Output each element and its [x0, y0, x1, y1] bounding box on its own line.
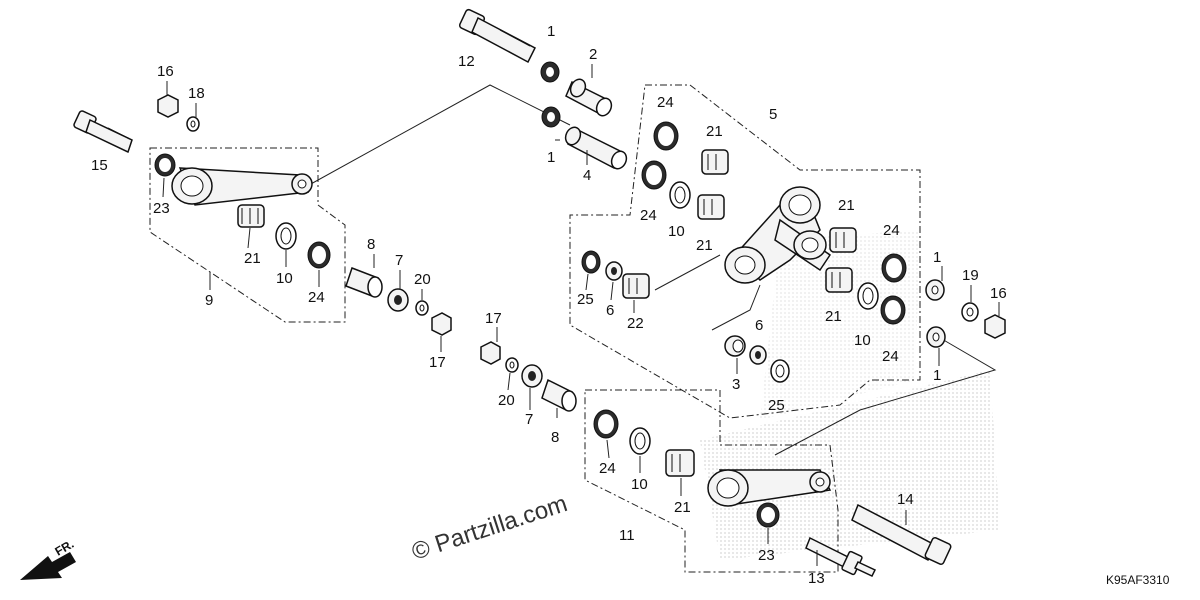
left-link-group-outline — [149, 147, 346, 323]
pivot-arm-group-outline — [569, 84, 921, 419]
callout-16: 16 — [157, 63, 174, 80]
collar-2 — [565, 78, 613, 117]
washers-small — [186, 116, 979, 373]
bolt-13 — [805, 536, 877, 577]
callout-21: 21 — [706, 123, 723, 140]
seal-24-lower — [593, 409, 619, 439]
link-rod-11 — [707, 469, 832, 507]
callout-22: 22 — [627, 315, 644, 332]
bolt-14 — [851, 503, 952, 565]
seal-24-left — [307, 241, 331, 269]
callout-10: 10 — [668, 223, 685, 240]
seal-23-lower — [756, 502, 780, 528]
callout-24: 24 — [882, 348, 899, 365]
seal-24-c — [881, 253, 907, 283]
callout-10: 10 — [276, 270, 293, 287]
seal-1-top — [540, 61, 560, 83]
callout-24: 24 — [883, 222, 900, 239]
callout-1: 1 — [547, 23, 555, 40]
callout-12: 12 — [458, 53, 475, 70]
callout-17: 17 — [485, 310, 502, 327]
callout-3: 3 — [732, 376, 740, 393]
seals-7-6 — [387, 261, 767, 388]
bolt-12 — [458, 8, 536, 64]
callout-7: 7 — [525, 411, 533, 428]
callout-18: 18 — [188, 85, 205, 102]
bearing-21-c — [829, 227, 857, 253]
spacer-8-upper — [345, 267, 383, 298]
callout-21: 21 — [674, 499, 691, 516]
bearing-21-a — [701, 149, 729, 175]
callout-21: 21 — [838, 197, 855, 214]
callout-25: 25 — [768, 397, 785, 414]
callout-24: 24 — [308, 289, 325, 306]
callout-17: 17 — [429, 354, 446, 371]
bearing-22 — [622, 273, 650, 299]
callout-23: 23 — [153, 200, 170, 217]
callout-1: 1 — [933, 367, 941, 384]
bolt-15 — [73, 110, 133, 154]
callout-2: 2 — [589, 46, 597, 63]
diagram-code: K95AF3310 — [1106, 573, 1170, 587]
callout-19: 19 — [962, 267, 979, 284]
washers-10 — [275, 181, 879, 455]
link-rod-9 — [171, 167, 313, 206]
callout-16: 16 — [990, 285, 1007, 302]
collar-4 — [564, 126, 628, 170]
callout-15: 15 — [91, 157, 108, 174]
spacer-8-lower — [541, 378, 577, 412]
callout-20: 20 — [414, 271, 431, 288]
callout-6: 6 — [755, 317, 763, 334]
group-outlines — [149, 84, 921, 573]
callout-6: 6 — [606, 302, 614, 319]
callout-9: 9 — [205, 292, 213, 309]
callout-1: 1 — [547, 149, 555, 166]
lower-link-group-outline — [584, 389, 839, 573]
callout-24: 24 — [657, 94, 674, 111]
callout-labels: 1 1 1 1 2 3 4 5 6 6 7 7 8 8 9 10 10 10 1… — [91, 23, 1007, 587]
callout-8: 8 — [551, 429, 559, 446]
callout-21: 21 — [244, 250, 261, 267]
callout-23: 23 — [758, 547, 775, 564]
callout-10: 10 — [854, 332, 871, 349]
bearing-21-left — [237, 204, 265, 228]
front-direction-arrow: FR. — [20, 537, 76, 580]
callout-8: 8 — [367, 236, 375, 253]
callout-11: 11 — [619, 527, 635, 544]
callout-1: 1 — [933, 249, 941, 266]
collar-3 — [724, 335, 746, 357]
callout-21: 21 — [696, 237, 713, 254]
bearing-21-lower — [665, 449, 695, 477]
callout-4: 4 — [583, 167, 591, 184]
partzilla-watermark: © Partzilla.com — [409, 490, 571, 566]
callout-24: 24 — [640, 207, 657, 224]
seal-23-left — [154, 153, 176, 177]
callout-10: 10 — [631, 476, 648, 493]
callout-21: 21 — [825, 308, 842, 325]
pivot-arm-5 — [724, 186, 832, 284]
oil-seals — [154, 121, 907, 528]
callout-25: 25 — [577, 291, 594, 308]
seal-25-a — [581, 250, 601, 274]
callout-7: 7 — [395, 252, 403, 269]
callout-5: 5 — [769, 106, 777, 123]
fr-label: FR. — [53, 537, 77, 559]
bearing-21-b — [697, 194, 725, 220]
bearing-21-d — [825, 267, 853, 293]
callout-14: 14 — [897, 491, 914, 508]
callout-24: 24 — [599, 460, 616, 477]
seal-24-a — [653, 121, 679, 151]
seal-1-mid — [541, 106, 561, 128]
callout-20: 20 — [498, 392, 515, 409]
callout-ticks — [162, 64, 1000, 566]
seal-24-d — [880, 295, 906, 325]
callout-13: 13 — [808, 570, 825, 587]
seal-24-b — [641, 160, 667, 190]
nuts — [157, 94, 1006, 365]
